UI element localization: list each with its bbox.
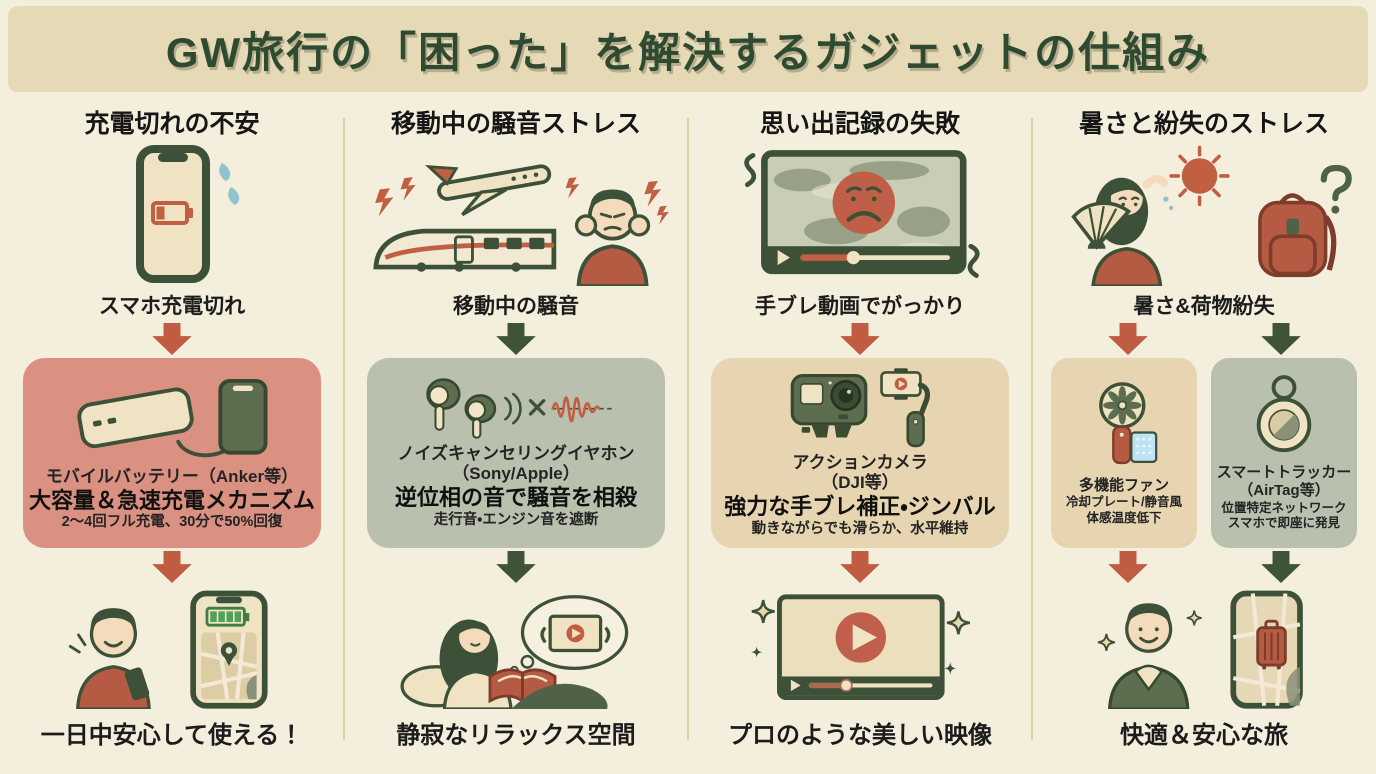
mechanism-headline: 大容量＆急速充電メカニズム	[29, 487, 316, 513]
down-arrow-icon	[496, 323, 536, 355]
phone-low-battery-icon	[92, 140, 252, 290]
down-arrow-icon	[496, 551, 536, 583]
product-name: ノイズキャンセリングイヤホン	[397, 443, 635, 463]
down-arrow-icon	[840, 551, 880, 583]
down-arrow-icon	[152, 551, 192, 583]
mechanism-headline: 強力な手ブレ補正・ジンバル	[724, 493, 996, 519]
down-arrow-icon	[840, 323, 880, 355]
result-caption: プロのような美しい映像	[728, 721, 992, 749]
product-name: モバイルバッテリー（Anker等）	[45, 466, 299, 486]
down-arrow-icon	[1260, 551, 1301, 583]
result-caption: 一日中安心して使える！	[40, 721, 304, 749]
column-header: 移動中の騒音ストレス	[390, 110, 641, 138]
title-banner: GW旅行の「困った」を解決するガジェットの仕組み	[8, 6, 1368, 92]
product-name: アクションカメラ	[792, 452, 928, 472]
column-heat-loss: 暑さと紛失のストレス	[1031, 94, 1376, 764]
mechanism-detail: 2〜4回フル充電、30分で50%回復	[61, 514, 283, 531]
heat-and-lost-bag-icon	[1039, 140, 1369, 290]
down-arrow-icon	[1107, 551, 1148, 583]
column-noise: 移動中の騒音ストレス	[343, 94, 688, 764]
solution-box-power-bank: モバイルバッテリー（Anker等） 大容量＆急速充電メカニズム 2〜4回フル充電…	[23, 358, 321, 548]
mechanism-detail: 動きながらでも滑らか、水平維持	[751, 520, 969, 537]
solution-box-action-camera: アクションカメラ （DJI等） 強力な手ブレ補正・ジンバル 動きながらでも滑らか…	[711, 358, 1009, 548]
product-brand: （DJI等）	[821, 473, 899, 493]
product-brand: （Sony/Apple）	[452, 464, 580, 484]
problem-caption: 暑さ&荷物紛失	[1133, 295, 1275, 318]
action-camera-gimbal-icon	[725, 364, 995, 453]
solution-box-earbuds: ノイズキャンセリングイヤホン （Sony/Apple） 逆位相の音で騒音を相殺 …	[367, 358, 665, 548]
happy-traveler-phone-map-icon	[1054, 586, 1354, 710]
column-header: 思い出記録の失敗	[759, 110, 960, 138]
product-name: 多機能ファン	[1078, 477, 1169, 495]
problem-caption: 手ブレ動画でがっかり	[755, 295, 965, 318]
down-arrow-icon	[1260, 323, 1301, 355]
shaky-video-icon	[715, 140, 1005, 290]
result-caption: 静寂なリラックス空間	[396, 721, 636, 749]
relaxing-reader-icon	[366, 586, 666, 710]
solution-box-tracker: スマートトラッカー （AirTag等） 位置特定ネットワーク スマホで即座に発見	[1211, 358, 1357, 548]
plane-train-noise-icon	[356, 140, 676, 290]
result-caption: 快適＆安心な旅	[1120, 721, 1288, 749]
column-header: 暑さと紛失のストレス	[1078, 110, 1329, 138]
earbuds-noise-cancel-icon	[376, 373, 656, 444]
smooth-video-icon	[715, 586, 1005, 710]
power-bank-charging-icon	[37, 370, 307, 467]
smart-tracker-icon	[1230, 371, 1338, 464]
column-header: 充電切れの不安	[84, 110, 260, 138]
product-name: スマートトラッカー	[1216, 463, 1352, 481]
problem-caption: スマホ充電切れ	[98, 295, 246, 318]
column-video: 思い出記録の失敗	[687, 94, 1032, 764]
column-battery: 充電切れの不安 スマホ充電切れ	[0, 94, 344, 764]
mechanism-detail: 走行音・エンジン音を遮断	[433, 511, 599, 528]
down-arrow-icon	[152, 323, 192, 355]
solution-box-fan: 多機能ファン 冷却プレート/静音風 体感温度低下	[1051, 358, 1197, 548]
mechanism-detail: 体感温度低下	[1086, 510, 1162, 525]
handheld-fan-icon	[1064, 376, 1184, 477]
mechanism-headline: 逆位相の音で騒音を相殺	[394, 484, 637, 510]
problem-caption: 移動中の騒音	[453, 295, 579, 318]
columns-area: 充電切れの不安 スマホ充電切れ	[0, 94, 1376, 764]
product-brand: （AirTag等）	[1238, 482, 1330, 500]
down-arrow-icon	[1107, 323, 1148, 355]
mechanism-detail: 冷却プレート/静音風	[1066, 495, 1182, 510]
mechanism-detail: 位置特定ネットワーク	[1221, 500, 1347, 515]
mechanism-detail: スマホで即座に発見	[1227, 515, 1341, 530]
page-title: GW旅行の「困った」を解決するガジェットの仕組み	[165, 28, 1211, 76]
relieved-user-full-battery-icon	[27, 586, 317, 710]
